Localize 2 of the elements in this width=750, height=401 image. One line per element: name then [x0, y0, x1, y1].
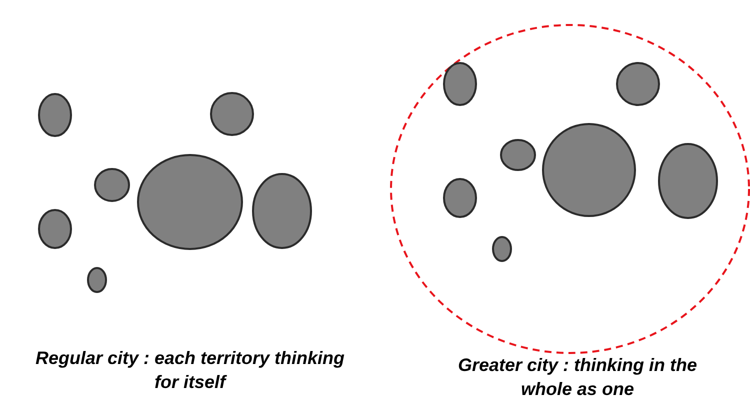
- caption-text: Regular city : each territory thinking for itself: [34, 347, 346, 394]
- caption-text: Greater city : thinking in the whole as one: [456, 354, 698, 401]
